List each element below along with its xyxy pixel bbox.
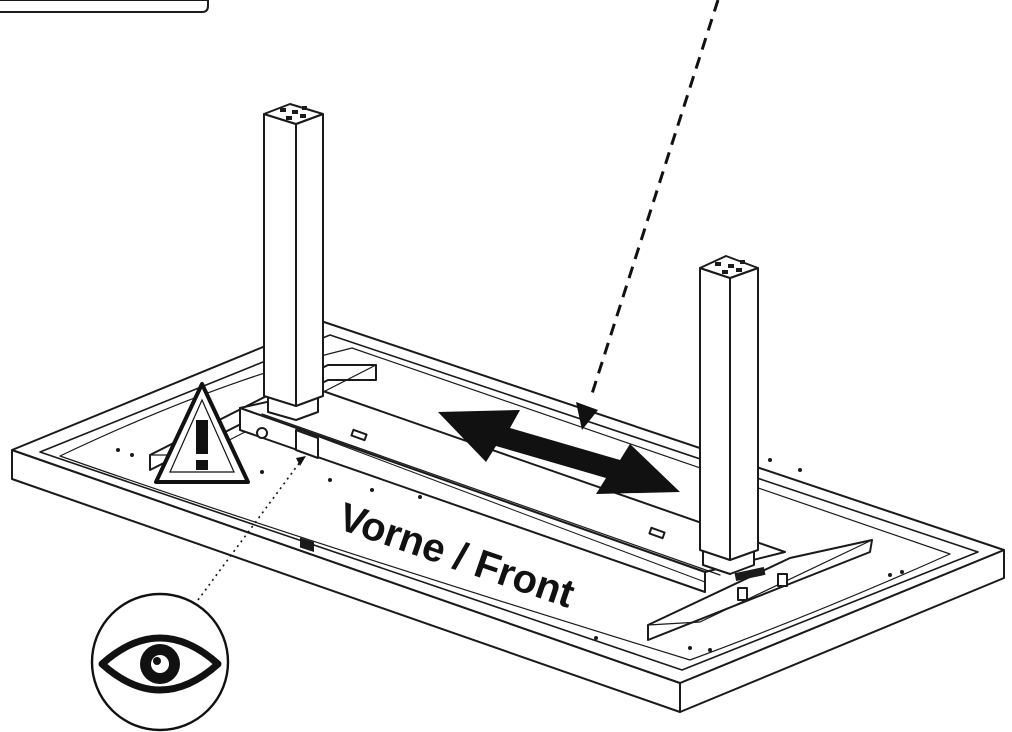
pointer-dashed-arrow [576, 0, 720, 430]
left-leg [263, 103, 324, 421]
cropped-frame [0, 0, 209, 13]
double-arrow-icon [438, 410, 680, 494]
eye-icon [90, 592, 230, 732]
right-leg [699, 255, 759, 575]
warning-icon [154, 382, 250, 484]
pointer-dotted-line [197, 456, 306, 601]
right-foot [647, 539, 873, 641]
